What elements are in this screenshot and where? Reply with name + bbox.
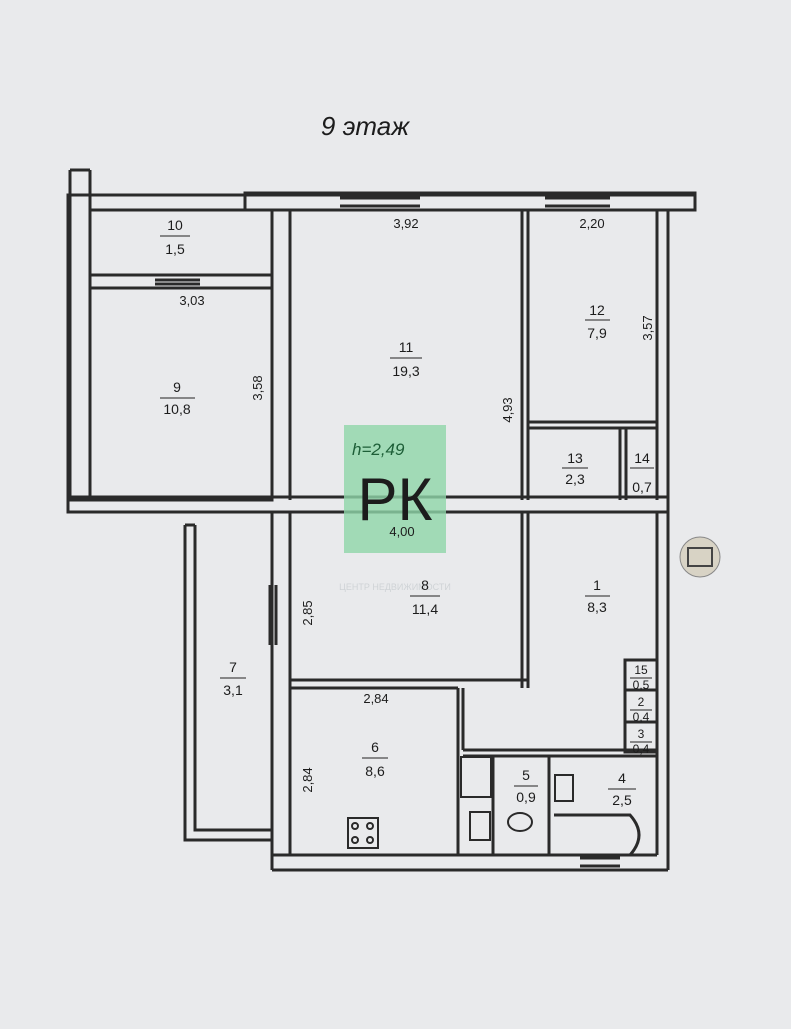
dim-room9-width: 3,03 [179,293,204,308]
room-3: 30,4 [630,727,652,756]
room-13: 132,3 [562,450,588,487]
room-15: 150,5 [630,663,652,692]
svg-text:10: 10 [167,217,183,233]
svg-text:2,5: 2,5 [612,792,632,808]
dim-room11-width: 3,92 [393,216,418,231]
watermark-logo: РК [358,466,433,533]
svg-text:10,8: 10,8 [163,401,190,417]
dim-room8-height: 2,85 [300,600,315,625]
svg-text:4: 4 [618,770,626,786]
svg-text:9: 9 [173,379,181,395]
sink-fixture [460,756,492,798]
room-8: 811,4 [410,577,440,617]
room-5: 50,9 [514,767,538,805]
svg-text:6: 6 [371,739,379,755]
svg-text:0,5: 0,5 [633,678,650,692]
svg-text:8,3: 8,3 [587,599,607,615]
floor-title: 9 этаж [321,111,410,141]
room-2: 20,4 [630,695,652,724]
dim-room6-width: 2,84 [363,691,388,706]
dim-room12-width: 2,20 [579,216,604,231]
svg-text:3: 3 [638,727,645,741]
room-7: 73,1 [220,659,246,698]
svg-text:3,1: 3,1 [223,682,243,698]
svg-text:0,9: 0,9 [516,789,536,805]
svg-text:0,4: 0,4 [633,742,650,756]
svg-text:2,3: 2,3 [565,471,585,487]
svg-text:7,9: 7,9 [587,325,607,341]
svg-text:0,4: 0,4 [633,710,650,724]
svg-text:5: 5 [522,767,530,783]
watermark-caption: ЦЕНТР НЕДВИЖИМОСТИ [339,582,451,592]
bath-sink-fixture [554,774,574,802]
svg-text:14: 14 [634,450,650,466]
dim-room8-width: 4,00 [389,524,414,539]
room-9: 910,8 [160,379,195,417]
svg-text:15: 15 [634,663,648,677]
room-10: 101,5 [160,217,190,257]
svg-text:19,3: 19,3 [392,363,419,379]
stove-fixture [347,817,379,849]
svg-text:1,5: 1,5 [165,241,185,257]
room-12: 127,9 [585,302,610,341]
svg-text:2: 2 [638,695,645,709]
svg-text:13: 13 [567,450,583,466]
room-1: 18,3 [585,577,610,615]
dim-room9-height: 3,58 [250,375,265,400]
toilet-fixture [507,812,533,832]
room-11: 11 19,3 [390,339,422,379]
svg-text:0,7: 0,7 [632,479,652,495]
svg-text:8: 8 [421,577,429,593]
svg-text:8,6: 8,6 [365,763,385,779]
room-14: 140,7 [630,450,654,495]
svg-text:12: 12 [589,302,605,318]
dim-room11-height: 4,93 [500,397,515,422]
ceiling-height: h=2,49 [352,440,405,459]
fixtures [347,756,574,849]
watermark: РК ЦЕНТР НЕДВИЖИМОСТИ [339,425,451,592]
svg-text:1: 1 [593,577,601,593]
dim-room12-height: 3,57 [640,315,655,340]
walls [66,168,697,872]
svg-text:7: 7 [229,659,237,675]
room-4: 42,5 [608,770,636,808]
building-emblem [679,536,721,578]
dimension-labels: 3,92 2,20 3,03 3,58 4,93 3,57 4,00 2,85 … [179,216,655,793]
svg-text:11: 11 [399,339,414,355]
dim-room6-height: 2,84 [300,767,315,792]
room-6: 68,6 [362,739,388,779]
washbasin-fixture [469,811,491,841]
svg-text:11,4: 11,4 [412,601,438,617]
